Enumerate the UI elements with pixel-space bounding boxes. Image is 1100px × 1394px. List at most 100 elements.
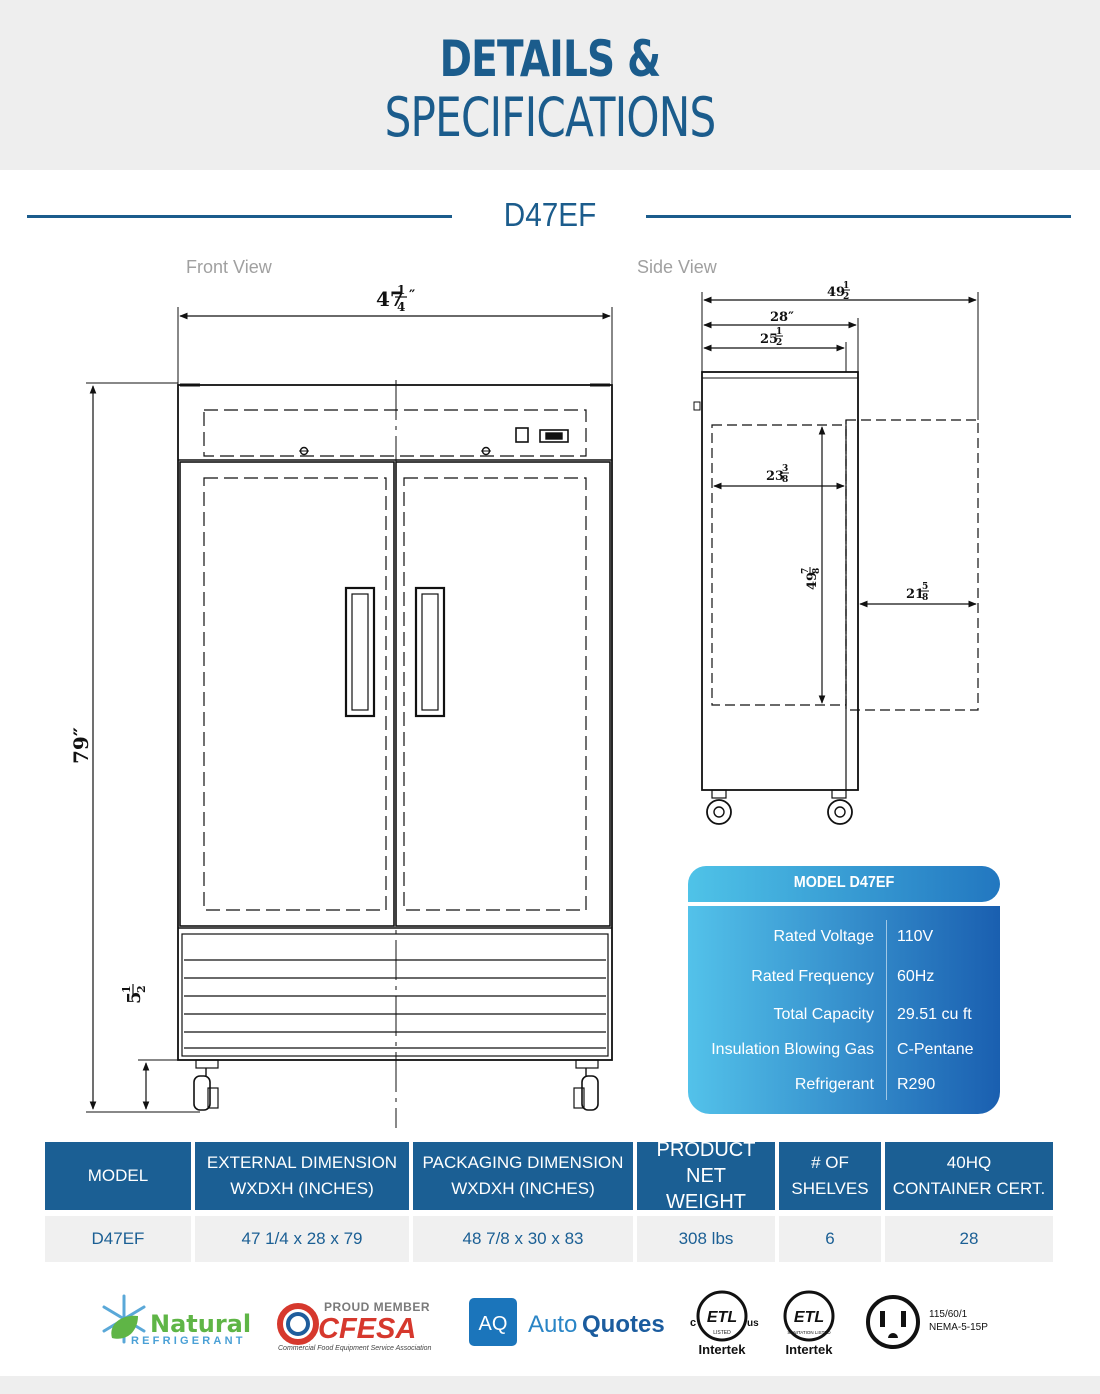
svg-text:″: ″ [409, 288, 415, 304]
front-base-dim: 5 1 2 [120, 984, 148, 1004]
side-door-swing-whole: 21 [906, 587, 924, 602]
table-header-line1: MODEL [87, 1166, 149, 1185]
page-title-line1: DETAILS & [439, 30, 662, 88]
plug-spec-line2: NEMA-5-15P [929, 1322, 988, 1333]
side-door-swing-frac-den: 8 [922, 593, 928, 603]
table-header-line1: # OF [811, 1153, 849, 1172]
spec-row: Total Capacity 29.51 cu ft [688, 1006, 1000, 1030]
table-header-line2: SHELVES [791, 1179, 869, 1198]
side-total-depth-whole: 49 [827, 285, 845, 300]
table-header-line1: EXTERNAL DIMENSION [206, 1153, 398, 1172]
side-interior-depth-frac-num: 3 [782, 464, 788, 474]
side-interior-height-frac-den: 8 [812, 568, 822, 574]
spec-value: R290 [897, 1076, 936, 1093]
etl-us: us [747, 1318, 759, 1329]
aq-badge: AQ [479, 1313, 508, 1335]
side-cabinet-depth-frac-num: 1 [776, 327, 782, 337]
cfesa-name: CFESA [318, 1313, 416, 1345]
table-header-line1: PRODUCT NET [656, 1139, 756, 1187]
autoquotes-auto: Auto [528, 1311, 577, 1338]
autoquotes-logo: AQ Auto Quotes [469, 1298, 665, 1346]
spec-value: 60Hz [897, 968, 935, 985]
table-cell: 47 1/4 x 28 x 79 [195, 1216, 409, 1262]
cfesa-tagline: Commercial Food Equipment Service Associ… [278, 1345, 432, 1352]
table-header-container: 40HQ CONTAINER CERT. [885, 1142, 1053, 1210]
page-title-line2: SPECIFICATIONS [384, 86, 717, 149]
bottom-strip [0, 1376, 1100, 1394]
table-header-weight: PRODUCT NET WEIGHT [637, 1139, 775, 1213]
natural-refrigerant-logo: Natural REFRIGERANT [102, 1294, 251, 1347]
spec-value: 29.51 cu ft [897, 1006, 972, 1023]
table-cell: 308 lbs [637, 1216, 775, 1262]
spec-label: Total Capacity [773, 1006, 875, 1023]
certification-logos: Natural REFRIGERANT PROUD MEMBER CFESA C… [102, 1290, 988, 1357]
cfesa-proud: PROUD MEMBER [324, 1300, 430, 1314]
side-view-label: Side View [637, 257, 717, 277]
side-door-swing-dim: 21 5 8 [906, 582, 929, 603]
etl-c: c [690, 1317, 696, 1329]
spec-card-body: Rated Voltage 110V Rated Frequency 60Hz … [688, 906, 1000, 1114]
side-interior-height-whole: 49 [805, 572, 820, 590]
spec-card-title: MODEL D47EF [793, 874, 895, 891]
table-cell: D47EF [45, 1216, 191, 1262]
refrigerant-word: REFRIGERANT [131, 1335, 246, 1347]
table-header-line2: CONTAINER CERT. [892, 1179, 1046, 1198]
table-header-line1: PACKAGING DIMENSION [422, 1153, 624, 1172]
side-view-drawing [693, 292, 979, 825]
table-header-external: EXTERNAL DIMENSION WXDXH (INCHES) [195, 1142, 409, 1210]
spec-label: Refrigerant [794, 1076, 874, 1093]
table-header-shelves: # OF SHELVES [779, 1142, 881, 1210]
model-title: D47EF [503, 196, 597, 233]
side-door-swing-frac-num: 5 [922, 582, 928, 592]
spec-label: Rated Frequency [751, 968, 874, 985]
cfesa-logo: PROUD MEMBER CFESA Commercial Food Equip… [277, 1300, 432, 1352]
spec-value: C-Pentane [897, 1041, 974, 1058]
spec-card-divider [886, 920, 887, 1100]
side-total-depth-dim: 49 1 2 [827, 281, 850, 302]
spec-card-header [688, 866, 1000, 902]
side-depth-dim: 28″ [770, 310, 794, 325]
model-title-rule-left [27, 215, 452, 218]
front-height-dim: 79″ [69, 727, 93, 764]
etl-listed-logo: ETL LISTED c us Intertek [690, 1290, 759, 1357]
side-cabinet-depth-dim: 25 1 2 [760, 327, 783, 348]
etl-mark: ETL [707, 1309, 737, 1326]
intertek-2: Intertek [786, 1342, 834, 1357]
front-width-frac-den: 4 [397, 300, 405, 314]
leaf-icon [111, 1315, 138, 1339]
plug-spec-line1: 115/60/1 [929, 1309, 968, 1320]
spec-label: Insulation Blowing Gas [711, 1041, 874, 1058]
side-interior-height-frac-num: 7 [801, 568, 811, 574]
spec-row: Insulation Blowing Gas C-Pentane [688, 1041, 1000, 1065]
front-base-frac-den: 2 [135, 985, 148, 993]
table-header-line1: 40HQ [946, 1153, 992, 1172]
table-header-line2: WEIGHT [666, 1191, 746, 1213]
header-band [0, 0, 1100, 170]
table-header-model: MODEL [45, 1142, 191, 1210]
intertek-1: Intertek [699, 1342, 747, 1357]
side-interior-depth-dim: 23 3 8 [766, 464, 789, 485]
etl-sanitation-mark: ETL [794, 1309, 824, 1326]
front-view-drawing [86, 307, 613, 1128]
natural-word: Natural [150, 1310, 251, 1338]
side-interior-depth-whole: 23 [766, 469, 784, 484]
front-base-frac-num: 1 [120, 985, 133, 993]
table-header-line2: WXDXH (INCHES) [451, 1179, 595, 1198]
spec-value: 110V [897, 928, 934, 945]
model-title-rule-right [646, 215, 1071, 218]
table-cell: 48 7/8 x 30 x 83 [413, 1216, 633, 1262]
technical-drawing: 47 1 4 ″ 79″ 5 1 2 [69, 281, 979, 1128]
nema-plug-icon [866, 1295, 920, 1349]
side-cabinet-depth-frac-den: 2 [776, 338, 782, 348]
side-interior-height-dim: 49 7 8 [801, 567, 822, 590]
autoquotes-quotes: Quotes [582, 1311, 665, 1338]
spec-row: Refrigerant R290 [688, 1076, 1000, 1100]
side-total-depth-frac-num: 1 [843, 281, 849, 291]
spec-row: Rated Voltage 110V [688, 928, 1000, 952]
side-interior-depth-frac-den: 8 [782, 475, 788, 485]
table-header-line2: WXDXH (INCHES) [230, 1179, 374, 1198]
table-header-packaging: PACKAGING DIMENSION WXDXH (INCHES) [413, 1142, 633, 1210]
table-cell: 6 [779, 1216, 881, 1262]
side-cabinet-depth-whole: 25 [760, 332, 778, 347]
front-width-whole: 47 [376, 287, 404, 311]
